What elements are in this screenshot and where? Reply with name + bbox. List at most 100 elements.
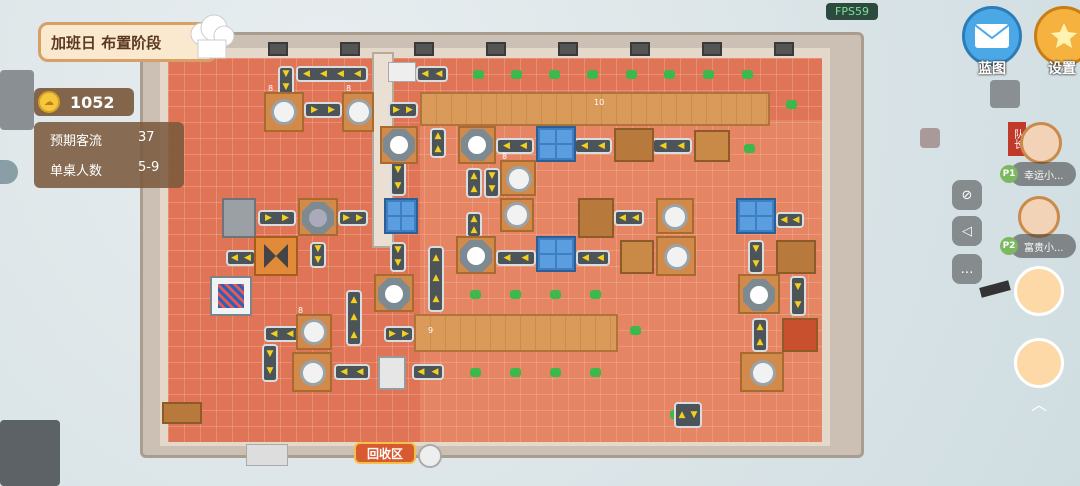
serving-plate-holder[interactable] <box>383 129 415 161</box>
serving-station[interactable] <box>456 236 496 274</box>
ingredient-crate-bread[interactable] <box>694 130 730 162</box>
plate[interactable] <box>301 319 327 345</box>
chair[interactable] <box>470 368 481 377</box>
serving-station[interactable] <box>380 126 418 164</box>
conveyor-belt[interactable]: ▲▲ <box>430 128 446 158</box>
left-edge-toggle[interactable] <box>0 160 18 184</box>
conveyor-belt[interactable]: ◀◀ <box>226 250 256 266</box>
plate[interactable] <box>346 99 372 125</box>
serving-plate-holder[interactable] <box>743 279 775 311</box>
chair[interactable] <box>587 70 598 79</box>
conveyor-belt[interactable]: ▼▼ <box>390 160 406 196</box>
chair[interactable] <box>510 290 521 299</box>
chair[interactable] <box>510 368 521 377</box>
plate[interactable] <box>504 202 530 228</box>
serving-station[interactable] <box>738 274 780 314</box>
conveyor-belt[interactable]: ◀◀ <box>776 212 804 228</box>
ingredient-crate-bread[interactable] <box>620 240 654 274</box>
grill[interactable] <box>210 276 252 316</box>
conveyor-belt[interactable]: ◀◀ <box>576 250 610 266</box>
serving-plate-holder[interactable] <box>378 278 410 310</box>
serving-station[interactable] <box>298 198 338 236</box>
plate[interactable] <box>664 244 690 270</box>
conveyor-belt[interactable]: ▼▼ <box>748 240 764 274</box>
conveyor-belt[interactable]: ◀◀ <box>652 138 692 154</box>
chair[interactable] <box>550 290 561 299</box>
conveyor-belt[interactable]: ▲▲ <box>752 318 768 352</box>
conveyor-belt[interactable]: ▲▲ <box>466 168 482 198</box>
serving-station[interactable] <box>458 126 496 164</box>
chair[interactable] <box>549 70 560 79</box>
stove[interactable] <box>254 236 298 276</box>
chair[interactable] <box>626 70 637 79</box>
conveyor-belt[interactable]: ◀◀ <box>496 250 536 266</box>
ingredient-crate-sausage[interactable] <box>614 128 654 162</box>
plate[interactable] <box>750 360 776 386</box>
conveyor-belt[interactable]: ◀◀ <box>416 66 448 82</box>
conveyor-belt[interactable]: ▲▼ <box>674 402 702 428</box>
conveyor-belt[interactable]: ◀◀◀◀ <box>296 66 368 82</box>
prep-counter[interactable]: 8 <box>500 152 536 196</box>
sink[interactable] <box>384 198 418 234</box>
prep-counter[interactable] <box>656 236 696 276</box>
chevron-up-icon[interactable]: ︿ <box>1030 395 1047 414</box>
conveyor-belt[interactable]: ◀◀ <box>574 138 612 154</box>
conveyor-belt[interactable]: ▼▼ <box>790 276 806 316</box>
ingredient-crate-sausage[interactable] <box>776 240 816 274</box>
ingredient-crate-sausage[interactable] <box>578 198 614 238</box>
conveyor-belt[interactable]: ▲▲▲ <box>346 290 362 346</box>
trash-bin[interactable] <box>378 356 406 390</box>
plate[interactable] <box>506 166 532 192</box>
speaker-mute-icon[interactable]: ◁ <box>952 216 982 246</box>
sink[interactable] <box>536 236 576 272</box>
ingredient-crate-carrot[interactable] <box>162 402 202 424</box>
fryer[interactable] <box>222 198 256 238</box>
chair[interactable] <box>703 70 714 79</box>
sink[interactable] <box>736 198 776 234</box>
chair[interactable] <box>550 368 561 377</box>
chair[interactable] <box>744 144 755 153</box>
conveyor-belt[interactable]: ▶▶ <box>384 326 414 342</box>
chair[interactable] <box>590 290 601 299</box>
chair[interactable] <box>664 70 675 79</box>
serving-station[interactable] <box>374 274 414 312</box>
prep-counter[interactable]: 8 <box>296 306 332 350</box>
ingredient-crate-tomato[interactable] <box>782 318 818 352</box>
conveyor-belt[interactable]: ◀◀ <box>614 210 644 226</box>
chair[interactable] <box>742 70 753 79</box>
prep-counter[interactable] <box>292 352 332 392</box>
chair[interactable] <box>590 368 601 377</box>
serving-plate-holder[interactable] <box>461 129 493 161</box>
conveyor-belt[interactable]: ◀◀ <box>496 138 534 154</box>
plate[interactable] <box>300 360 326 386</box>
action-button-secondary[interactable] <box>1014 338 1064 388</box>
player-1-avatar[interactable] <box>1020 122 1062 164</box>
long-dining-table[interactable]: 10 <box>420 92 770 126</box>
settings-button[interactable] <box>1034 6 1080 66</box>
conveyor-belt[interactable]: ▶▶ <box>304 102 342 118</box>
conveyor-belt[interactable]: ▶▶ <box>258 210 296 226</box>
player-2-avatar[interactable] <box>1018 196 1060 238</box>
conveyor-belt[interactable]: ▶▶ <box>338 210 368 226</box>
serving-plate-holder[interactable] <box>302 202 334 234</box>
conveyor-belt[interactable]: ◀◀ <box>264 326 300 342</box>
prep-counter[interactable]: 8 <box>342 84 374 132</box>
plate[interactable] <box>271 99 297 125</box>
conveyor-belt[interactable]: ◀◀ <box>334 364 370 380</box>
mic-off-icon[interactable]: ⊘ <box>952 180 982 210</box>
conveyor-belt[interactable]: ▼▼ <box>262 344 278 382</box>
chair[interactable] <box>473 70 484 79</box>
chair[interactable] <box>630 326 641 335</box>
conveyor-belt[interactable]: ▼▼ <box>484 168 500 198</box>
recycle-zone[interactable]: 回收区 <box>334 438 444 472</box>
blueprint-button[interactable] <box>962 6 1022 66</box>
chair[interactable] <box>511 70 522 79</box>
prep-counter[interactable] <box>656 198 694 234</box>
conveyor-belt[interactable]: ▼▼ <box>390 242 406 272</box>
sink[interactable] <box>536 126 576 162</box>
plate[interactable] <box>662 204 688 230</box>
action-button-primary[interactable] <box>1014 266 1064 316</box>
conveyor-belt[interactable]: ▶▶ <box>388 102 418 118</box>
prep-counter[interactable] <box>500 198 534 232</box>
conveyor-belt[interactable]: ◀◀ <box>412 364 444 380</box>
